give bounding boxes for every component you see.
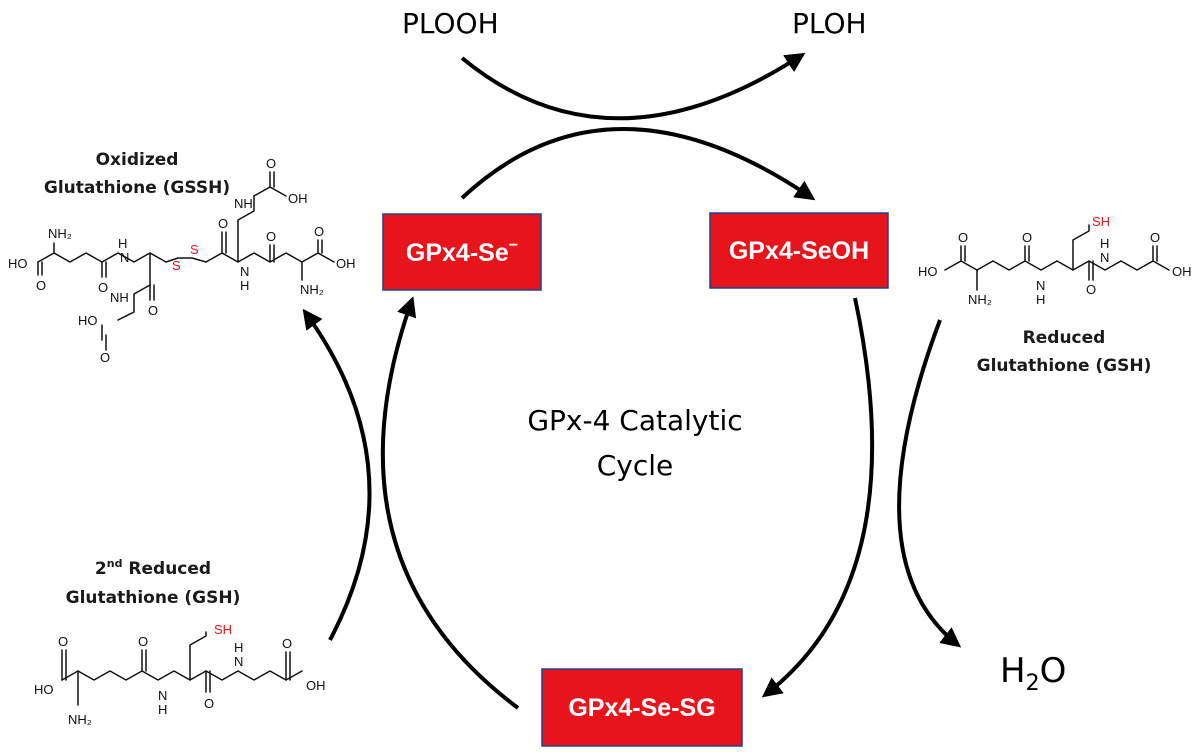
atom-o-h: O xyxy=(314,224,324,239)
atom-nh-b: NH xyxy=(234,196,253,211)
arrow-seoh-to-se-sg xyxy=(761,297,875,698)
atom-o-c: O xyxy=(148,303,158,318)
atom-gsh-nh2: NH₂ xyxy=(968,292,992,307)
atom-n-b: N xyxy=(240,264,249,279)
caption-second-reduced-line2: Glutathione (GSH) xyxy=(66,588,241,608)
structure-oxidized-glutathione: NH₂ HO O O H N O NH HO O S S O NH O OH N… xyxy=(8,156,356,365)
arrow-se-to-seoh xyxy=(460,127,816,201)
atom-gsh2-sh: SH xyxy=(214,622,232,637)
water-sub: 2 xyxy=(1026,671,1040,696)
node-gpx4-se-sg: GPx4-Se-SG xyxy=(541,668,743,747)
atom-o-a: O xyxy=(36,278,46,293)
structure-second-reduced-glutathione: O HO NH₂ O N H SH O H N O OH xyxy=(34,622,326,727)
arrow-plooh-to-ploh xyxy=(460,52,806,121)
node-gpx4-se-minus-box xyxy=(382,213,542,291)
node-gpx4-se-sg-box xyxy=(541,668,743,747)
node-gpx4-se-minus-label: GPx4-Se− xyxy=(406,237,518,267)
center-label-line1: GPx-4 Catalytic xyxy=(527,404,742,437)
structure-reduced-glutathione: O HO NH₂ O N H SH O H N O OH xyxy=(918,214,1192,307)
atom-nh2-a: NH₂ xyxy=(48,226,72,241)
atom-gsh2-ho: HO xyxy=(34,682,54,697)
arrow-se-sg-to-se xyxy=(380,296,520,710)
atom-h-a: H xyxy=(118,236,127,251)
atom-o-g: O xyxy=(266,229,276,244)
atom-gsh-oh: OH xyxy=(1172,264,1192,279)
atom-n-a: N xyxy=(120,250,129,265)
atom-gsh-sh: SH xyxy=(1092,214,1110,229)
atom-oh-a: OH xyxy=(288,191,308,206)
caption-oxidized-line2: Glutathione (GSSH) xyxy=(44,178,230,198)
node-gpx4-se-minus-charge: − xyxy=(509,237,518,254)
atom-nh2-b: NH₂ xyxy=(300,282,324,297)
caption-second-sup: nd xyxy=(107,557,123,570)
atom-nh-a: NH xyxy=(110,290,129,305)
atom-gsh2-h-a: H xyxy=(158,702,167,717)
node-gpx4-se-sg-label: GPx4-Se-SG xyxy=(568,694,715,722)
atom-gsh2-h-b: H xyxy=(234,640,243,655)
atom-ho-a: HO xyxy=(8,256,28,271)
atom-gsh2-o-a: O xyxy=(58,634,68,649)
atom-gsh-o-d: O xyxy=(1150,230,1160,245)
center-label-line2: Cycle xyxy=(597,449,674,482)
atom-gsh2-n-a: N xyxy=(158,688,167,703)
caption-reduced-line1: Reduced xyxy=(1023,328,1106,348)
node-gpx4-se-minus: GPx4-Se− xyxy=(382,213,542,291)
atom-gsh-h-a: H xyxy=(1036,292,1045,307)
atom-gsh-o-b: O xyxy=(1022,230,1032,245)
atom-gsh2-o-d: O xyxy=(282,636,292,651)
atom-gsh-o-c: O xyxy=(1086,282,1096,297)
caption-reduced-line2: Glutathione (GSH) xyxy=(977,356,1152,376)
product-label: PLOH xyxy=(792,7,867,40)
arrow-gsh2-to-gssh xyxy=(302,308,372,641)
atom-o-b: O xyxy=(98,280,108,295)
atom-gsh-h-b: H xyxy=(1100,236,1109,251)
atom-s-a: S xyxy=(172,258,181,273)
atom-gsh-n-a: N xyxy=(1036,278,1045,293)
atom-gsh-ho: HO xyxy=(918,264,938,279)
atom-o-d: O xyxy=(100,350,110,365)
water-h: H xyxy=(1000,651,1026,691)
atom-gsh2-n-b: N xyxy=(234,654,243,669)
substrate-label: PLOOH xyxy=(402,7,499,40)
atom-gsh2-o-b: O xyxy=(138,634,148,649)
atom-gsh2-oh: OH xyxy=(306,678,326,693)
atom-gsh-n-b: N xyxy=(1100,250,1109,265)
atom-s-b: S xyxy=(190,242,199,257)
atom-o-f: O xyxy=(266,156,276,171)
caption-oxidized-line1: Oxidized xyxy=(96,150,179,170)
atom-oh-b: OH xyxy=(336,256,356,271)
atom-ho-b: HO xyxy=(78,313,98,328)
caption-second-rest: Reduced xyxy=(122,559,211,579)
atom-gsh2-nh2: NH₂ xyxy=(68,712,92,727)
node-gpx4-se-minus-text: GPx4-Se xyxy=(406,239,509,267)
arrow-gsh-to-h2o xyxy=(897,319,962,648)
cycle-arrows xyxy=(302,52,962,710)
atom-o-e: O xyxy=(218,216,228,231)
atom-h-b: H xyxy=(240,278,249,293)
node-gpx4-seoh-label: GPx4-SeOH xyxy=(729,237,869,265)
atom-gsh-o-a: O xyxy=(958,230,968,245)
node-gpx4-seoh-box xyxy=(709,212,889,289)
atom-gsh2-o-c: O xyxy=(204,696,214,711)
caption-second-num: 2 xyxy=(95,559,107,579)
caption-second-reduced-line1: 2nd Reduced xyxy=(95,557,211,579)
water-label: H2O xyxy=(1000,651,1066,696)
node-gpx4-seoh: GPx4-SeOH xyxy=(709,212,889,289)
water-o: O xyxy=(1040,651,1067,691)
